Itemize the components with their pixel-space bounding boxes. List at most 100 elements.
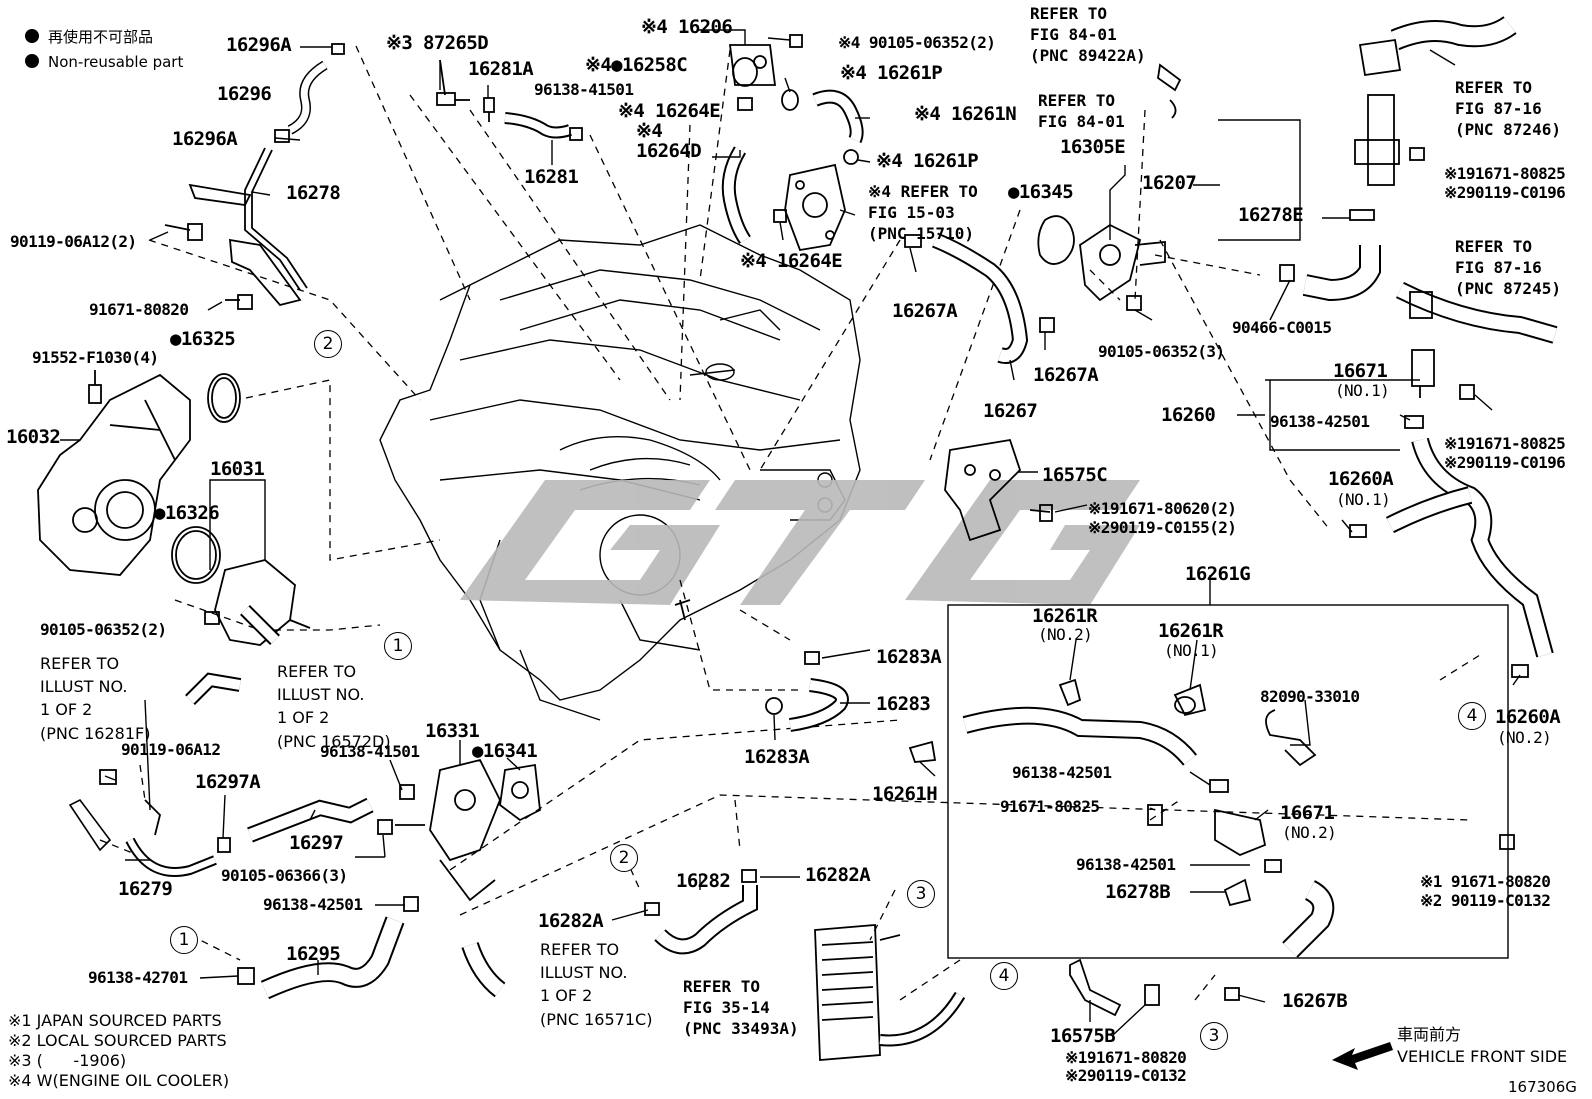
callout-circle[interactable]: 3 [1200,1022,1228,1050]
callout-circle[interactable]: 2 [314,330,342,358]
part-label-16282[interactable]: 16282 [676,870,731,892]
part-label-16281A[interactable]: 16281A [468,58,534,80]
footnote-4: ※4 W(ENGINE OIL COOLER) [8,1071,230,1090]
callout-circle[interactable]: 3 [907,880,935,908]
refer-to-fig-87-16[interactable]: REFER TO FIG 87-16 (PNC 87245) [1455,237,1561,298]
part-label-16575C[interactable]: 16575C [1042,464,1108,486]
callout-circle[interactable]: 1 [170,926,198,954]
part-label-16032[interactable]: 16032 [6,426,61,448]
bolt-label-91552-F1030[interactable]: 91552-F1030(4) [32,348,159,367]
part-label-16267B[interactable]: 16267B [1282,990,1348,1012]
part-label-16258C[interactable]: ※4●16258C [585,54,688,76]
bolt-label-90119-06A12-2[interactable]: 90119-06A12(2) [10,232,137,251]
refer-to-fig-84-01[interactable]: REFER TO FIG 84-01 (PNC 89422A) [1030,4,1146,65]
part-label-16326[interactable]: ●16326 [154,502,220,524]
part-label-16575B[interactable]: 16575B [1050,1025,1116,1047]
bolt-label-82090-33010[interactable]: 82090-33010 [1260,687,1360,706]
bolt-label-96138-42501[interactable]: 96138-42501 [1270,412,1370,431]
refer-to-fig-87-16[interactable]: REFER TO FIG 87-16 (PNC 87246) [1455,78,1561,139]
part-label-16267A[interactable]: 16267A [892,300,958,322]
part-label-16283A[interactable]: 16283A [744,746,810,768]
part-label-16341[interactable]: ●16341 [472,740,538,762]
bolt-label-90119-06A12[interactable]: 90119-06A12 [121,740,221,759]
refer-to-illust-16572D[interactable]: REFER TO ILLUST NO. 1 OF 2 (PNC 16572D) [277,662,391,751]
part-label-16260A-no1[interactable]: 16260A [1328,468,1394,490]
bolt-label-91671-80825[interactable]: ※191671-80825 ※290119-C0196 [1444,434,1566,473]
part-label-16305E[interactable]: 16305E [1060,136,1126,158]
bolt-label-90105-06352-3[interactable]: 90105-06352(3) [1098,342,1225,361]
part-label-16325[interactable]: ●16325 [170,328,236,350]
watermark-logo [460,480,1140,605]
legend-non-reusable-en: Non-reusable part [48,53,184,71]
part-label-16296A[interactable]: 16296A [172,128,238,150]
part-label-16267A[interactable]: 16267A [1033,364,1099,386]
footnote-1: ※1 JAPAN SOURCED PARTS [8,1011,222,1030]
part-label-16260A-no2[interactable]: 16260A [1495,706,1561,728]
bolt-label-91671-80820[interactable]: ※1 91671-80820 ※2 90119-C0132 [1420,872,1551,911]
part-label-16261P[interactable]: ※4 16261P [840,62,943,84]
part-label-16261N[interactable]: ※4 16261N [914,103,1017,125]
bolt-label-96138-42501[interactable]: 96138-42501 [1012,763,1112,782]
part-label-16264D[interactable]: ※4 16264D [636,120,702,162]
refer-to-fig-84-01[interactable]: REFER TO FIG 84-01 [1038,91,1125,131]
part-label-16279[interactable]: 16279 [118,878,173,900]
bolt-label-96138-42501[interactable]: 96138-42501 [263,895,363,914]
part-label-16278B[interactable]: 16278B [1105,881,1171,903]
legend-bullet-icon [25,29,39,43]
part-label-16206[interactable]: ※4 16206 [641,16,733,38]
bolt-label-90105-06366-3[interactable]: 90105-06366(3) [221,866,348,885]
callout-circle[interactable]: 2 [610,844,638,872]
callout-circle[interactable]: 4 [990,962,1018,990]
bolt-label-91671-80825[interactable]: ※191671-80825 ※290119-C0196 [1444,164,1566,203]
bolt-label-91671-80820[interactable]: 91671-80820 [89,300,189,319]
refer-to-illust-16571C[interactable]: REFER TO ILLUST NO. 1 OF 2 (PNC 16571C) [540,940,653,1029]
refer-to-fig-35-14[interactable]: REFER TO FIG 35-14 (PNC 33493A) [683,977,799,1038]
part-label-16331[interactable]: 16331 [425,720,480,742]
part-label-16278E[interactable]: 16278E [1238,204,1304,226]
refer-to-fig-15-03[interactable]: ※4 REFER TO FIG 15-03 (PNC 15710) [868,182,978,243]
part-label-16281[interactable]: 16281 [524,166,579,188]
bolt-label-96138-42701[interactable]: 96138-42701 [88,968,188,987]
legend-bullet-icon [25,54,39,68]
refer-to-illust-16281F[interactable]: REFER TO ILLUST NO. 1 OF 2 (PNC 16281F) [40,654,151,743]
part-label-16283[interactable]: 16283 [876,693,931,715]
part-sub-no2: (NO.2) [1497,728,1552,747]
callout-circle[interactable]: 4 [1458,702,1486,730]
bolt-label-90466-C0015[interactable]: 90466-C0015 [1232,318,1332,337]
part-label-16267[interactable]: 16267 [983,400,1038,422]
part-label-16261R-no1[interactable]: 16261R [1158,620,1224,642]
part-label-16282A[interactable]: 16282A [805,864,871,886]
part-label-16261G[interactable]: 16261G [1185,563,1251,585]
bolt-label-96138-42501[interactable]: 96138-42501 [1076,855,1176,874]
part-label-16345[interactable]: ●16345 [1008,181,1074,203]
callout-circle[interactable]: 1 [384,632,412,660]
bolt-label-90105-06352-2[interactable]: 90105-06352(2) [40,620,167,639]
part-label-16207[interactable]: 16207 [1142,172,1197,194]
bolt-label-96138-41501[interactable]: 96138-41501 [534,80,634,99]
bolt-label-96138-41501[interactable]: 96138-41501 [320,742,420,761]
part-label-16296A[interactable]: 16296A [226,34,292,56]
part-label-16278[interactable]: 16278 [286,182,341,204]
part-label-16297[interactable]: 16297 [289,832,344,854]
part-label-16260[interactable]: 16260 [1161,404,1216,426]
part-label-16031[interactable]: 16031 [210,458,265,480]
part-label-16261H[interactable]: 16261H [872,783,938,805]
bolt-label-91671-80620[interactable]: ※191671-80620(2) ※290119-C0155(2) [1088,499,1237,538]
part-label-16282A[interactable]: 16282A [538,910,604,932]
bolt-label-91671-80820[interactable]: ※191671-80820 ※290119-C0132 [1065,1048,1187,1086]
part-label-16671-no2[interactable]: 16671 [1280,802,1335,824]
bolt-label-90105-06352-2[interactable]: ※4 90105-06352(2) [838,33,996,52]
part-label-16261R-no2[interactable]: 16261R [1032,605,1098,627]
part-label-16283A[interactable]: 16283A [876,646,942,668]
part-label-16261P[interactable]: ※4 16261P [876,150,979,172]
bolt-label-91671-80825[interactable]: 91671-80825 [1000,797,1100,816]
engine-block-drawing [379,224,861,721]
part-label-16264E[interactable]: ※4 16264E [740,250,843,272]
part-label-16297A[interactable]: 16297A [195,771,261,793]
part-label-16671-no1[interactable]: 16671 [1333,360,1388,382]
part-label-16264E[interactable]: ※4 16264E [618,100,721,122]
part-label-87265D[interactable]: ※3 87265D [386,32,489,54]
part-label-16296[interactable]: 16296 [217,83,272,105]
part-sub-no2: (NO.2) [1282,823,1337,842]
part-label-16295[interactable]: 16295 [286,943,341,965]
